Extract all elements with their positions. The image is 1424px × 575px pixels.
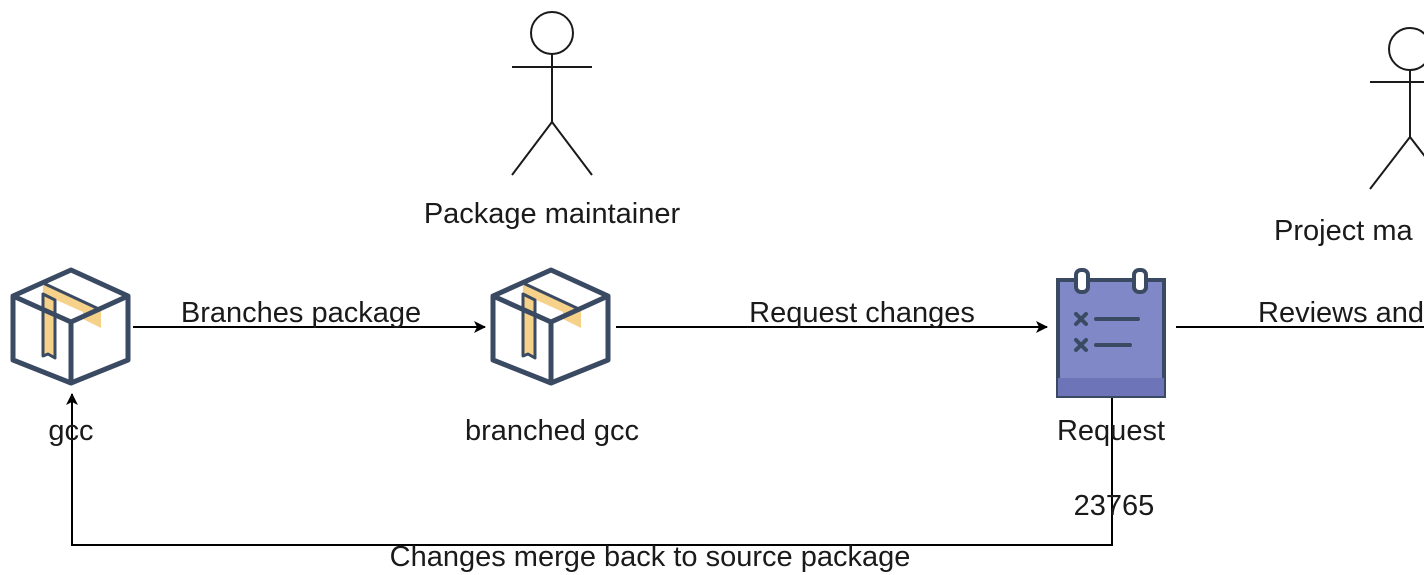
node-label: branched gcc bbox=[465, 415, 639, 447]
stick-figure-icon bbox=[511, 11, 593, 176]
edge-merge-back: Changes merge back to source package bbox=[66, 393, 1113, 573]
edge-label: Request changes bbox=[749, 297, 975, 329]
node-request: Request 23765 bbox=[1056, 268, 1166, 522]
node-label: Request bbox=[1057, 415, 1165, 447]
node-branched-gcc: branched gcc bbox=[465, 267, 639, 447]
node-gcc: gcc bbox=[10, 267, 131, 447]
edge-request-changes: Request changes bbox=[616, 297, 1048, 333]
actor-project-maintainer: Project ma bbox=[1274, 27, 1424, 247]
package-box-icon bbox=[490, 267, 611, 386]
edge-branches-package: Branches package bbox=[133, 297, 486, 333]
edge-label: Reviews and bbox=[1258, 297, 1424, 329]
edge-label: Branches package bbox=[181, 297, 421, 329]
request-number: 23765 bbox=[1074, 490, 1155, 522]
actor-label: Project ma bbox=[1274, 215, 1413, 247]
request-clipboard-icon bbox=[1056, 268, 1166, 398]
stick-figure-icon bbox=[1369, 27, 1424, 190]
node-label: gcc bbox=[48, 415, 93, 447]
actor-label: Package maintainer bbox=[424, 198, 681, 230]
actor-package-maintainer: Package maintainer bbox=[424, 11, 681, 230]
edge-label: Changes merge back to source package bbox=[390, 541, 911, 573]
edge-reviews: Reviews and bbox=[1176, 297, 1424, 329]
package-box-icon bbox=[10, 267, 131, 386]
